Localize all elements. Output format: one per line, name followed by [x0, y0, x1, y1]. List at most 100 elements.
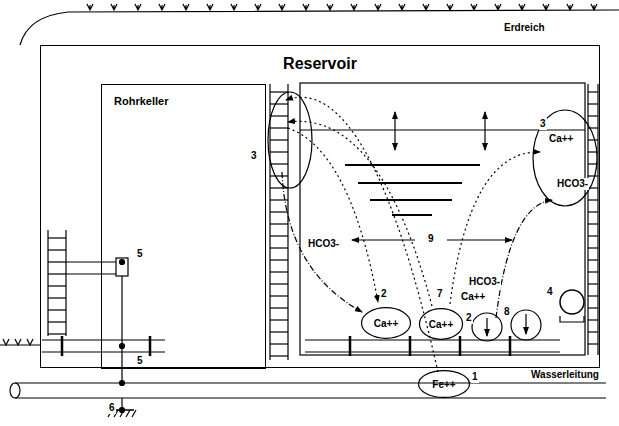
ladder-rung [588, 247, 598, 248]
pipe-end [10, 383, 20, 398]
ladder-rung [270, 319, 288, 320]
ladder-rung [588, 199, 598, 200]
callout-ellipse [533, 110, 597, 206]
grass-tuft [279, 4, 285, 10]
ladder-rung [48, 261, 66, 262]
grass-tuft [3, 339, 9, 345]
callout-number: 8 [503, 306, 511, 318]
ion-path [282, 172, 362, 312]
ladder-rail [287, 84, 288, 360]
ladder-rung [48, 273, 66, 274]
ladder-rung [270, 343, 288, 344]
grass-tuft [591, 4, 597, 10]
level-arrow [484, 112, 485, 150]
ion-name: Ca++ [429, 319, 453, 330]
ladder-rung [48, 285, 66, 286]
ladder-rung [588, 175, 598, 176]
ladder-rail [597, 84, 598, 355]
ion-path [286, 97, 438, 372]
ion-path [496, 200, 552, 318]
ellipse-border [419, 309, 462, 340]
ladder-rung [270, 307, 288, 308]
junction-dot [120, 260, 125, 265]
callout-number: 1 [471, 371, 479, 383]
text-label: Wasserleitung [530, 369, 600, 381]
pipe-cellar-box: Rohrkeller [101, 84, 266, 369]
ladder-rung [270, 211, 288, 212]
callout-number: 5 [136, 355, 144, 367]
text-label: Ca++ [460, 291, 486, 303]
flow-arrow [525, 314, 526, 334]
ellipse-border [419, 371, 470, 398]
callout-number: 9 [427, 233, 435, 245]
ion-name: Fe++ [432, 379, 455, 390]
junction-dot [120, 408, 125, 413]
pipe-flange [459, 336, 462, 356]
pipe-flange [509, 336, 512, 356]
bond-wire [121, 276, 122, 383]
grass-tuft [183, 4, 189, 10]
grass-tuft [399, 4, 405, 10]
water-line [392, 214, 432, 216]
text-label: Ca++ [548, 133, 574, 145]
text-label: HCO3- [307, 238, 340, 250]
ladder-rung [270, 259, 288, 260]
bond-clamp [116, 258, 128, 276]
water-main [15, 397, 606, 398]
ion-ellipse: Ca++ [361, 307, 411, 339]
water-line [358, 182, 462, 184]
pipe [42, 339, 165, 340]
callout-number: 4 [546, 286, 554, 298]
level-arrow [394, 112, 395, 150]
flow-arrow [447, 239, 512, 240]
ion-ellipse: Ca++ [419, 308, 463, 340]
ladder-rung [588, 115, 598, 116]
ladder-rung [48, 249, 66, 250]
grass-tuft [135, 4, 141, 10]
ladder-rail [47, 230, 48, 336]
ladder-rung [48, 321, 66, 322]
water-line [345, 164, 480, 166]
ladder-rung [270, 139, 288, 140]
grass-tuft [471, 4, 477, 10]
ladder-rung [588, 307, 598, 308]
ladder-rung [270, 271, 288, 272]
pump-stand [560, 316, 584, 322]
grass-tuft [375, 4, 381, 10]
ladder-rung [270, 151, 288, 152]
ladder-rung [588, 319, 598, 320]
ladder-rail [65, 230, 66, 336]
ellipse-border [362, 308, 411, 339]
ladder-rung [270, 127, 288, 128]
ion-path [288, 128, 378, 302]
callout-number: 3 [250, 150, 258, 162]
ion-path [450, 152, 540, 304]
pipe-flange [149, 336, 152, 356]
ladder-rung [588, 259, 598, 260]
ladder-rung [270, 115, 288, 116]
callout-number: 6 [108, 402, 116, 414]
ladder-rung [270, 223, 288, 224]
ladder-rung [588, 223, 598, 224]
pipe [305, 351, 560, 352]
grass-tuft [447, 4, 453, 10]
pipe [42, 351, 165, 352]
water-basin [300, 83, 585, 355]
ladder-rung [588, 103, 598, 104]
callout-number: 5 [136, 248, 144, 260]
ground-line [20, 10, 619, 45]
grass-tuft [543, 4, 549, 10]
ladder-rung [48, 237, 66, 238]
grass-tuft [519, 4, 525, 10]
ladder-rung [588, 343, 598, 344]
box-title: Reservoir [41, 55, 599, 73]
ladder-rung [270, 103, 288, 104]
grass-tuft [327, 4, 333, 10]
ladder-rung [588, 295, 598, 296]
ladder-rung [588, 211, 598, 212]
ladder-rung [588, 139, 598, 140]
ladder-rung [270, 163, 288, 164]
grass-tuft [15, 339, 21, 345]
ladder-rung [270, 235, 288, 236]
ladder-rung [588, 331, 598, 332]
